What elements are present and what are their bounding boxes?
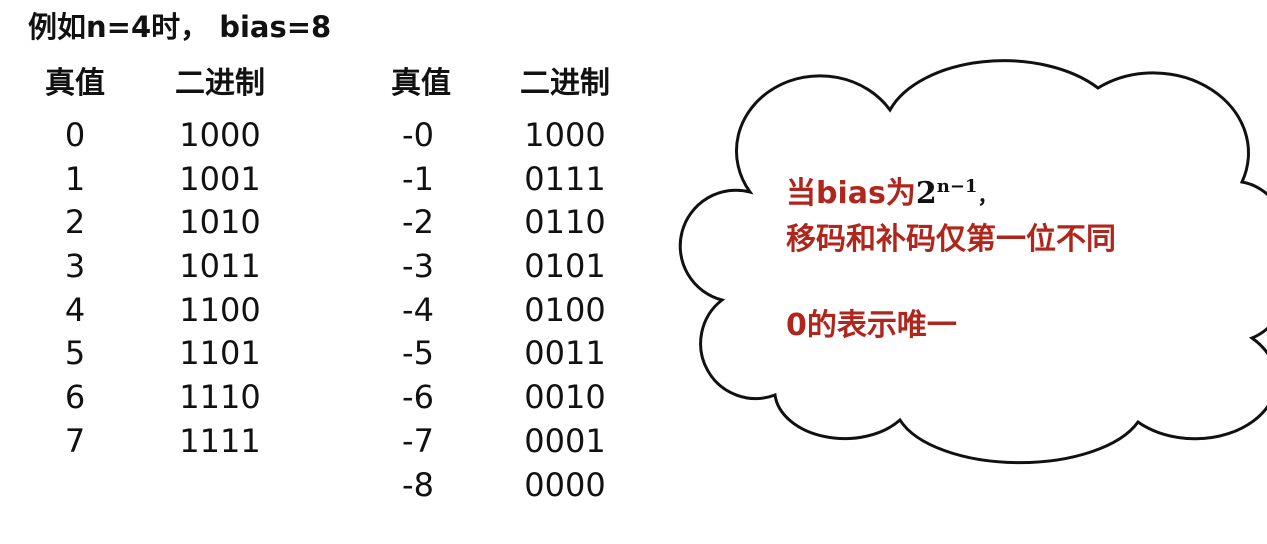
table-cell: 1101 bbox=[179, 334, 261, 373]
table-cell: 0110 bbox=[524, 203, 606, 242]
table-cell: -1 bbox=[402, 159, 434, 198]
left-header-value: 真值 bbox=[45, 66, 105, 101]
left-values-column: 0 1 2 3 4 5 6 7 bbox=[5, 114, 145, 464]
table-cell: 1110 bbox=[179, 378, 261, 417]
table-cell: 1111 bbox=[179, 421, 261, 460]
table-cell: -4 bbox=[402, 290, 434, 329]
table-cell: -5 bbox=[402, 334, 434, 373]
table-cell: 0101 bbox=[524, 247, 606, 286]
right-header-value: 真值 bbox=[391, 66, 451, 101]
table-cell: 6 bbox=[64, 378, 86, 417]
table-cell: 1000 bbox=[524, 116, 606, 154]
table-cell: -7 bbox=[402, 421, 434, 460]
power-expression: 2n−1 bbox=[915, 176, 978, 211]
table-cell: 1001 bbox=[179, 159, 261, 198]
table-cell: 2 bbox=[64, 203, 86, 242]
table-cell: 0001 bbox=[524, 421, 606, 460]
table-cell: 0000 bbox=[524, 465, 606, 504]
right-header-binary: 二进制 bbox=[520, 66, 610, 101]
table-cell: 4 bbox=[64, 290, 86, 329]
table-cell: 0 bbox=[64, 116, 86, 154]
table-cell: -3 bbox=[402, 247, 434, 286]
cloud-line-1: 当bias为2n−1， bbox=[786, 176, 998, 211]
cloud-outline bbox=[678, 59, 1267, 465]
table-cell: 7 bbox=[64, 421, 86, 460]
table-cell: 1010 bbox=[179, 203, 261, 242]
table-cell: 1 bbox=[64, 159, 86, 198]
cloud-line-2: 移码和补码仅第一位不同 bbox=[786, 222, 1116, 257]
example-title: 例如n=4时， bias=8 bbox=[28, 10, 332, 44]
right-binary-column: 1000 0111 0110 0101 0100 0011 0010 0001 0000 bbox=[495, 114, 635, 507]
table-cell: -0 bbox=[402, 116, 434, 154]
table-cell: 1100 bbox=[179, 290, 261, 329]
table-cell: 1011 bbox=[179, 247, 261, 286]
cloud-line-3: 0的表示唯一 bbox=[786, 308, 957, 343]
right-values-column: -0 -1 -2 -3 -4 -5 -6 -7 -8 bbox=[348, 114, 488, 507]
table-cell: 5 bbox=[64, 334, 86, 373]
left-header-binary: 二进制 bbox=[175, 66, 265, 101]
table-cell: 3 bbox=[64, 247, 86, 286]
table-cell: 1000 bbox=[179, 116, 261, 154]
table-cell: 0011 bbox=[524, 334, 606, 373]
table-cell: 0111 bbox=[524, 159, 606, 198]
table-cell: 0010 bbox=[524, 378, 606, 417]
left-binary-column: 1000 1001 1010 1011 1100 1101 1110 1111 bbox=[150, 114, 290, 464]
table-cell: -8 bbox=[402, 465, 434, 504]
table-cell: 0100 bbox=[524, 290, 606, 329]
table-cell: -6 bbox=[402, 378, 434, 417]
table-cell: -2 bbox=[402, 203, 434, 242]
